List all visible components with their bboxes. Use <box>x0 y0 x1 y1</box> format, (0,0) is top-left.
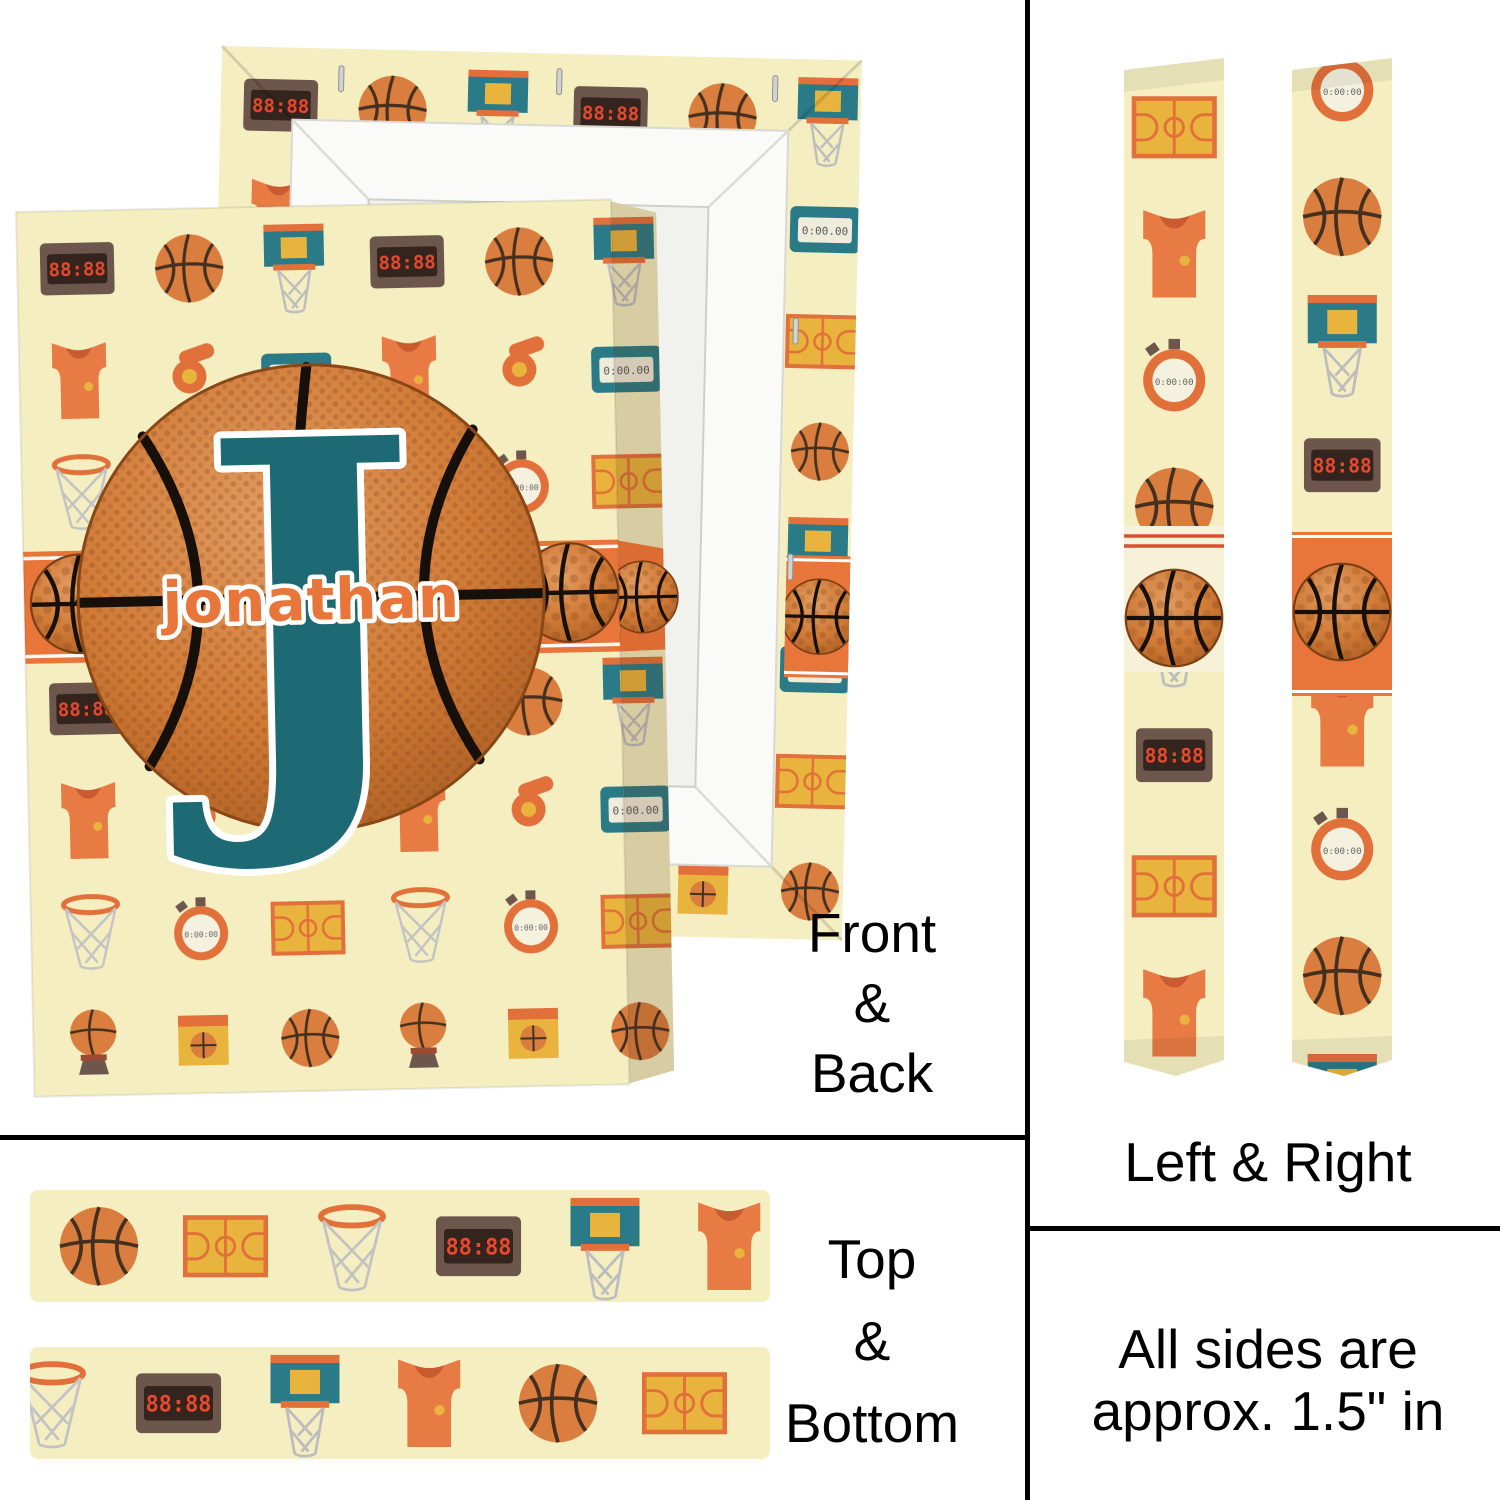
label-top-bottom: Top & Bottom <box>762 1218 982 1464</box>
label-line: Left & Right <box>1124 1131 1412 1193</box>
label-line: Front <box>807 902 937 964</box>
back-ribbon-wrap <box>783 554 851 679</box>
label-line: approx. 1.5" in <box>1091 1380 1445 1442</box>
label-line: Bottom <box>784 1392 960 1454</box>
name-text: jonathan <box>160 563 461 637</box>
side-panel-right <box>1292 58 1392 1076</box>
divider-horizontal-right <box>1025 1226 1500 1231</box>
label-line: & <box>853 1310 891 1372</box>
front-canvas: J jonathan <box>14 198 681 1098</box>
front-canvas-face: J jonathan <box>16 199 630 1097</box>
label-size-note: All sides are approx. 1.5" in <box>1048 1318 1488 1442</box>
label-line: & <box>853 972 891 1034</box>
label-line: Back <box>810 1042 934 1104</box>
front-canvas-side-face <box>604 201 681 1084</box>
side-panel-left <box>1124 58 1224 1076</box>
edge-panel-top <box>30 1190 770 1302</box>
divider-vertical <box>1025 0 1030 1500</box>
divider-horizontal-left <box>0 1135 1030 1140</box>
label-line: Top <box>827 1228 917 1290</box>
big-basketball <box>75 361 548 834</box>
label-front-back: Front & Back <box>742 898 1002 1108</box>
edge-panel-bottom <box>30 1347 770 1459</box>
label-line: All sides are <box>1118 1318 1418 1380</box>
label-left-right: Left & Right <box>1048 1132 1488 1192</box>
